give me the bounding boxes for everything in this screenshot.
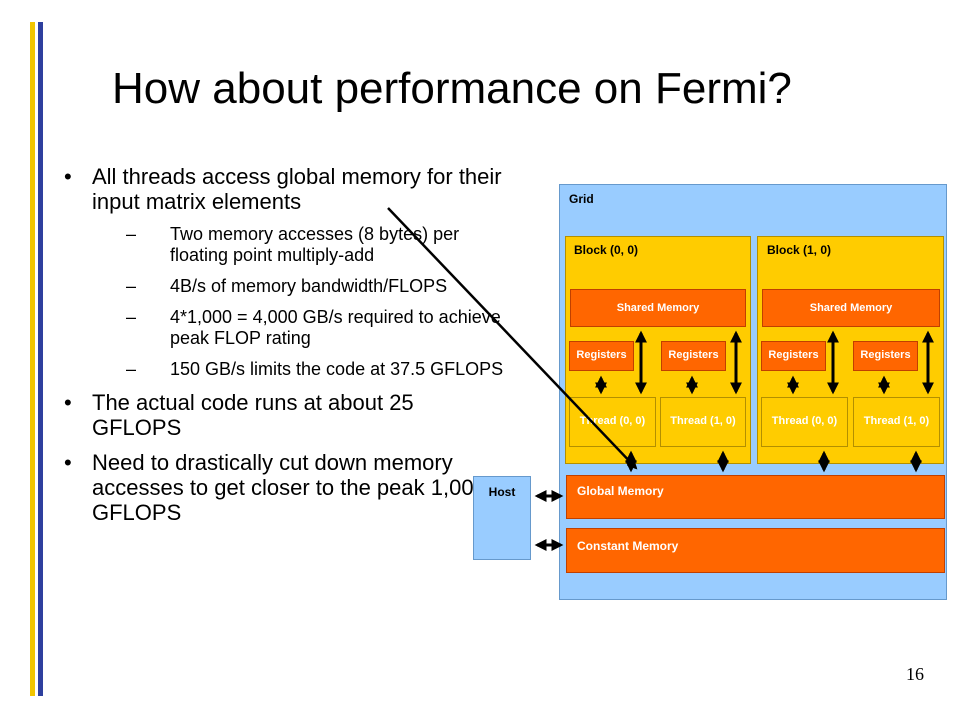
sub-bullet-dash: – [126,307,137,327]
global-memory: Global Memory [566,475,945,519]
registers: Registers [761,341,826,371]
thread: Thread (0, 0) [761,397,848,447]
shared-memory: Shared Memory [762,289,940,327]
sub-bullet-item: – 4*1,000 = 4,000 GB/s required to achie… [64,307,504,349]
bullet-list: • All threads access global memory for t… [64,164,504,535]
bullet-dot: • [64,390,72,415]
sub-bullet-text: Two memory accesses (8 bytes) per floati… [170,224,460,265]
sub-bullet-item: – Two memory accesses (8 bytes) per floa… [64,224,504,266]
thread: Thread (0, 0) [569,397,656,447]
sub-bullet-text: 4B/s of memory bandwidth/FLOPS [170,276,448,296]
page-number: 16 [906,664,924,684]
sub-bullet-item: – 150 GB/s limits the code at 37.5 GFLOP… [64,359,504,380]
bullet-text: All threads access global memory for the… [92,164,502,214]
bullet-text: Need to drastically cut down memory acce… [92,450,486,525]
block-label: Block (0, 0) [574,243,639,257]
bullet-item: • The actual code runs at about 25 GFLOP… [64,390,504,440]
shared-memory: Shared Memory [570,289,746,327]
sub-bullet-dash: – [126,224,137,244]
grid-label: Grid [569,192,594,206]
sub-bullet-item: – 4B/s of memory bandwidth/FLOPS [64,276,504,297]
thread: Thread (1, 0) [660,397,746,447]
bullet-text: The actual code runs at about 25 GFLOPS [92,390,414,440]
constant-memory: Constant Memory [566,528,945,573]
bullet-item: • Need to drastically cut down memory ac… [64,450,504,525]
bullet-item: • All threads access global memory for t… [64,164,504,214]
bullet-dot: • [64,164,72,189]
thread: Thread (1, 0) [853,397,940,447]
slide-title: How about performance on Fermi? [112,64,792,113]
sub-bullet-text: 4*1,000 = 4,000 GB/s required to achieve… [170,307,501,348]
bullet-dot: • [64,450,72,475]
registers: Registers [661,341,726,371]
registers: Registers [853,341,918,371]
sub-bullet-text: 150 GB/s limits the code at 37.5 GFLOPS [170,359,504,379]
left-accent-bar-yellow [30,22,35,696]
registers: Registers [569,341,634,371]
left-accent-bar-blue [38,22,43,696]
block-label: Block (1, 0) [767,243,832,257]
sub-bullet-dash: – [126,276,137,296]
host-box: Host [473,476,531,560]
sub-bullet-dash: – [126,359,137,379]
